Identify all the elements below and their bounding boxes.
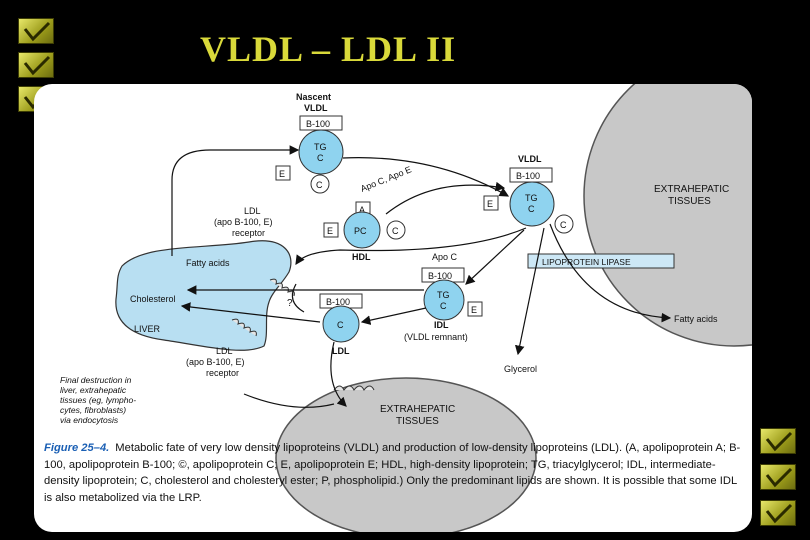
arrow-liver-to-nascent-vldl [171,145,300,256]
arrow-vldl-to-fatty-acids [549,223,672,323]
nascent-vldl-label-1: Nascent [296,92,331,102]
caption-text: Metabolic fate of very low density lipop… [44,442,741,504]
question-mark-label: ? [287,298,293,309]
receptor-top-icon [269,278,295,297]
hdl-c-circle [386,220,406,240]
vldl-c-circle-label: C [560,220,567,230]
nascent-vldl-c-circle [310,174,330,194]
extrahepatic-bottom-label-1: EXTRAHEPATIC [380,404,455,415]
cholesterol-label: Cholesterol [130,294,176,304]
nascent-vldl-e: E [279,169,285,179]
arrow-idl-to-ldl [360,307,427,325]
lipoprotein-lipase-box [527,253,675,269]
figure-caption: Figure 25–4.Metabolic fate of very low d… [44,440,744,506]
extrahepatic-tissue-top [583,84,752,347]
extrahepatic-bottom-label-2: TISSUES [396,416,439,427]
idl-remnant-label: (VLDL remnant) [404,332,468,342]
checkbox-bullet-icon [18,52,54,78]
nascent-vldl-tg: TG [314,142,327,152]
glycerol-label: Glycerol [504,364,537,374]
nascent-vldl-e-box [275,165,291,181]
idl-tg: TG [437,290,450,300]
vldl-c-circle [554,214,574,234]
receptor-bottom-icon [231,318,257,337]
apo-c-apo-e-label: Apo C, Apo E [359,164,413,194]
vldl-e: E [487,199,493,209]
hdl-e-box [323,222,339,238]
nascent-vldl-label-2: VLDL [304,103,328,113]
ldl-receptor-top-1: LDL [244,206,261,216]
vldl-b100: B-100 [516,171,540,181]
idl-b100: B-100 [428,271,452,281]
final-destruction-line-3: tissues (eg, lympho- [60,395,136,405]
vldl-c: C [528,204,535,214]
fatty-acids-right-label: Fatty acids [674,314,718,324]
fatty-acids-liver-label: Fatty acids [186,258,230,268]
hdl-e: E [327,226,333,236]
checkbox-bullet-icon [760,464,796,490]
ldl-particle-label: LDL [332,346,350,356]
vldl-tg: TG [525,193,538,203]
arrow-nascent-to-vldl [342,157,510,197]
checkbox-bullet-icon [18,18,54,44]
hdl-c-circle-label: C [392,226,399,236]
ldl-receptor-bottom-1: LDL [216,346,233,356]
hdl-pc: PC [354,226,367,236]
idl-particle [423,279,465,321]
arrow-vldl-to-idl [465,229,525,285]
arrow-apoc-to-hdl [295,227,527,265]
nascent-vldl-b100: B-100 [306,119,330,129]
extrahepatic-tissue-bottom [275,377,537,532]
ldl-c: C [337,320,344,330]
idl-label: IDL [434,320,449,330]
vldl-label: VLDL [518,154,542,164]
arrow-vldl-to-glycerol [514,227,545,356]
ldl-receptor-top-2: (apo B-100, E) [214,217,273,227]
nascent-vldl-c: C [317,153,324,163]
vldl-particle [509,181,555,227]
hdl-a: A [359,205,365,215]
final-destruction-line-2: liver, extrahepatic [60,385,127,395]
ldl-receptor-bottom-3: receptor [206,368,239,378]
figure-label: Figure 25–4. [44,442,110,454]
liver-shape [115,240,292,351]
arrow-ldl-to-tissue [330,341,347,407]
ldl-b100: B-100 [326,297,350,307]
arrow-ldl-to-liver [180,302,321,323]
checkbox-bullet-icon [760,428,796,454]
final-destruction-line-5: via endocytosis [60,415,119,425]
ldl-receptor-top-3: receptor [232,228,265,238]
ldl-particle [322,305,360,343]
checkbox-bullet-icon [760,500,796,526]
nascent-vldl-c-circle-label: C [316,180,323,190]
idl-e-box [467,301,483,317]
lipoprotein-lipase-label: LIPOPROTEIN LIPASE [542,257,631,267]
arrow-hdl-to-vldl [385,181,506,215]
hdl-label: HDL [352,252,371,262]
ldl-receptor-bottom-2: (apo B-100, E) [186,357,245,367]
vldl-e-box [483,195,499,211]
hdl-particle [343,211,381,249]
slide-title: VLDL – LDL II [200,29,457,69]
apo-c-label: Apo C [432,252,458,262]
idl-c: C [440,301,447,311]
arrow-question-loop [291,283,305,313]
extrahepatic-top-label-1: EXTRAHEPATIC [654,184,729,195]
nascent-vldl-particle [298,129,344,175]
arrow-final-destruction [243,393,335,408]
figure-card: EXTRAHEPATIC TISSUES EXTRAHEPATIC TISSUE… [34,84,752,532]
receptor-tissue-icon [333,385,375,391]
final-destruction-line-4: cytes, fibroblasts) [60,405,126,415]
lipoprotein-diagram: EXTRAHEPATIC TISSUES EXTRAHEPATIC TISSUE… [60,84,752,532]
idl-e: E [471,305,477,315]
liver-label: LIVER [134,324,161,334]
extrahepatic-top-label-2: TISSUES [668,196,711,207]
final-destruction-line-1: Final destruction in [60,375,132,385]
